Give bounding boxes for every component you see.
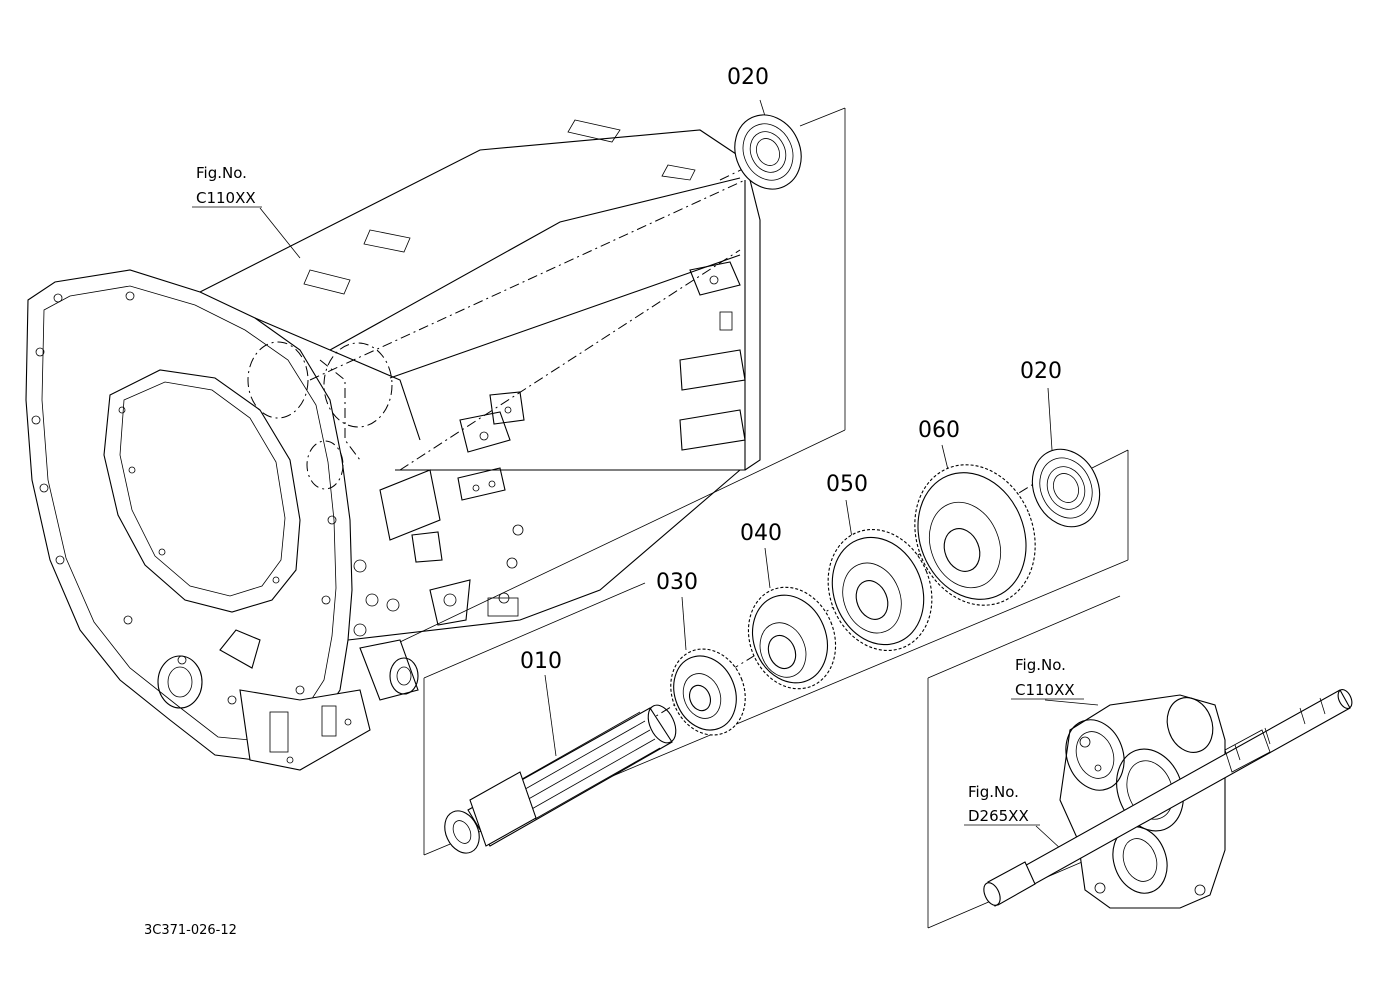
upper-bracket	[399, 107, 846, 643]
p050-leader	[845, 499, 853, 539]
p040-leader	[764, 547, 771, 589]
ref3-leader	[1035, 825, 1063, 851]
gear-050	[827, 528, 933, 652]
document-number: 3C371-026-12	[144, 923, 237, 938]
ref2-leader	[1044, 699, 1099, 706]
ref2-line1: Fig.No.	[1015, 656, 1066, 674]
ref2-line2: C110XX	[1015, 681, 1075, 699]
p020b-leader	[1047, 387, 1053, 451]
gear-030	[670, 648, 746, 736]
callout-030: 030	[656, 570, 698, 595]
callout-020-top: 020	[727, 65, 769, 90]
p020a-leader	[759, 99, 766, 117]
ref1-leader	[259, 207, 301, 259]
ref1-line2: C110XX	[196, 189, 256, 207]
ball-bearing-top	[734, 114, 802, 190]
ref1-line1: Fig.No.	[196, 164, 247, 182]
transmission-case	[25, 119, 761, 771]
gear-040	[747, 586, 837, 690]
callout-040: 040	[740, 521, 782, 546]
callout-050: 050	[826, 472, 868, 497]
lower-assembly	[983, 689, 1353, 909]
gear-060	[914, 464, 1036, 606]
callout-060: 060	[918, 418, 960, 443]
ball-bearing-right	[1031, 448, 1101, 528]
shaft-010	[444, 704, 677, 854]
figure-references: Fig.No. C110XX Fig.No. C110XX Fig.No. D2…	[192, 164, 1084, 826]
ref3-line1: Fig.No.	[968, 783, 1019, 801]
callout-020-right: 020	[1020, 359, 1062, 384]
ref3-line2: D265XX	[968, 807, 1029, 825]
p030-leader	[681, 596, 687, 651]
callout-labels: 020 020 060 050 040 030 010	[520, 65, 1062, 674]
callout-010: 010	[520, 649, 562, 674]
p010-leader	[544, 674, 557, 757]
